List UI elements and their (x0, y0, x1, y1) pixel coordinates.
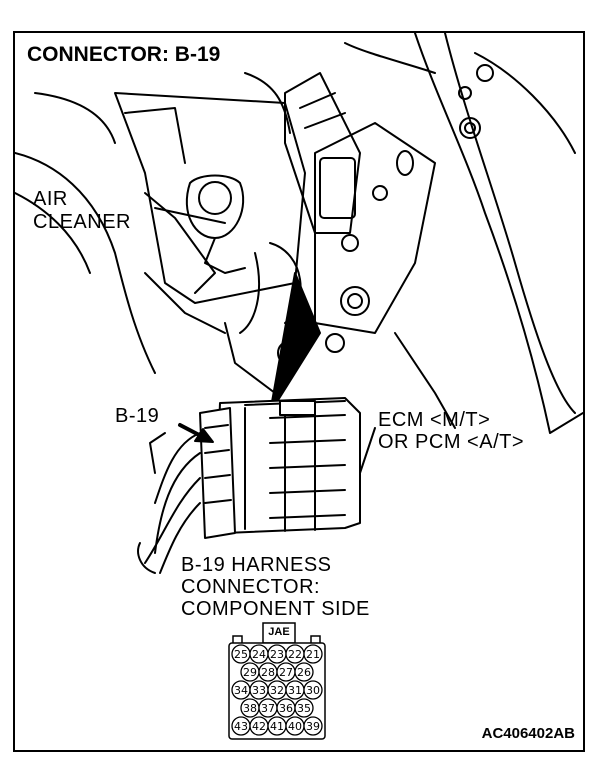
connector-pin-number: 25 (234, 648, 248, 661)
ecm-label-line1: ECM <M/T> (378, 409, 491, 431)
connector-pin-number: 38 (243, 702, 257, 715)
diagram-title: CONNECTOR: B-19 (25, 43, 223, 67)
harness-label-line3: COMPONENT SIDE (181, 598, 370, 620)
connector-pin-number: 35 (297, 702, 311, 715)
connector-pin (303, 716, 323, 736)
connector-pin-number: 33 (252, 684, 266, 697)
connector-pin-number: 27 (279, 666, 293, 679)
connector-pin-grid: 25 24 23 22 21 29 28 27 26 34 33 32 31 30 38 37 36 35 43 42… (231, 644, 323, 736)
connector-pin-number: 39 (306, 720, 320, 733)
connector-pin-number: 24 (252, 648, 266, 661)
air-cleaner-label-line2: CLEANER (33, 211, 131, 233)
bracket (314, 122, 436, 334)
connector-pin-number: 36 (279, 702, 293, 715)
air-cleaner-label-line1: AIR (33, 188, 68, 210)
connector-pin (294, 698, 314, 718)
harness-wires (144, 432, 201, 574)
connector-pin-number: 26 (297, 666, 311, 679)
connector-pin-number: 32 (270, 684, 284, 697)
connector-pin-number: 29 (243, 666, 257, 679)
connector-pin-number: 28 (261, 666, 275, 679)
connector-pin-number: 23 (270, 648, 284, 661)
harness-label-line1: B-19 HARNESS (181, 554, 332, 576)
b19-label: B-19 (115, 405, 160, 427)
connector-pin-number: 31 (288, 684, 302, 697)
harness-label-line2: CONNECTOR: (181, 576, 321, 598)
figure-code: AC406402AB (481, 725, 575, 742)
connector-maker-label: JAE (268, 626, 290, 638)
connector-pin-number: 41 (270, 720, 284, 733)
connector-pin-number: 34 (234, 684, 248, 697)
connector-pin-number: 30 (306, 684, 320, 697)
connector-pin-number: 22 (288, 648, 302, 661)
connector-pin (303, 680, 323, 700)
air-duct (284, 72, 361, 234)
connector-pin-number: 40 (288, 720, 302, 733)
connector-pin-number: 42 (252, 720, 266, 733)
diagram-frame: 25 24 23 22 21 29 28 27 26 34 33 32 31 30 38 37 36 35 43 42… (13, 31, 585, 752)
connector-pin (294, 662, 314, 682)
air-cleaner-housing (114, 92, 306, 304)
engine-bay-illustration: 25 24 23 22 21 29 28 27 26 34 33 32 31 30 38 37 36 35 43 42… (15, 33, 583, 740)
connector-pin-number: 21 (306, 648, 320, 661)
connector-pin (303, 644, 323, 664)
leader-cone (269, 272, 321, 414)
connector-pin-number: 43 (234, 720, 248, 733)
body-panel (414, 33, 583, 434)
connector-pin-number: 37 (261, 702, 275, 715)
ecm-label-line2: OR PCM <A/T> (378, 431, 525, 453)
